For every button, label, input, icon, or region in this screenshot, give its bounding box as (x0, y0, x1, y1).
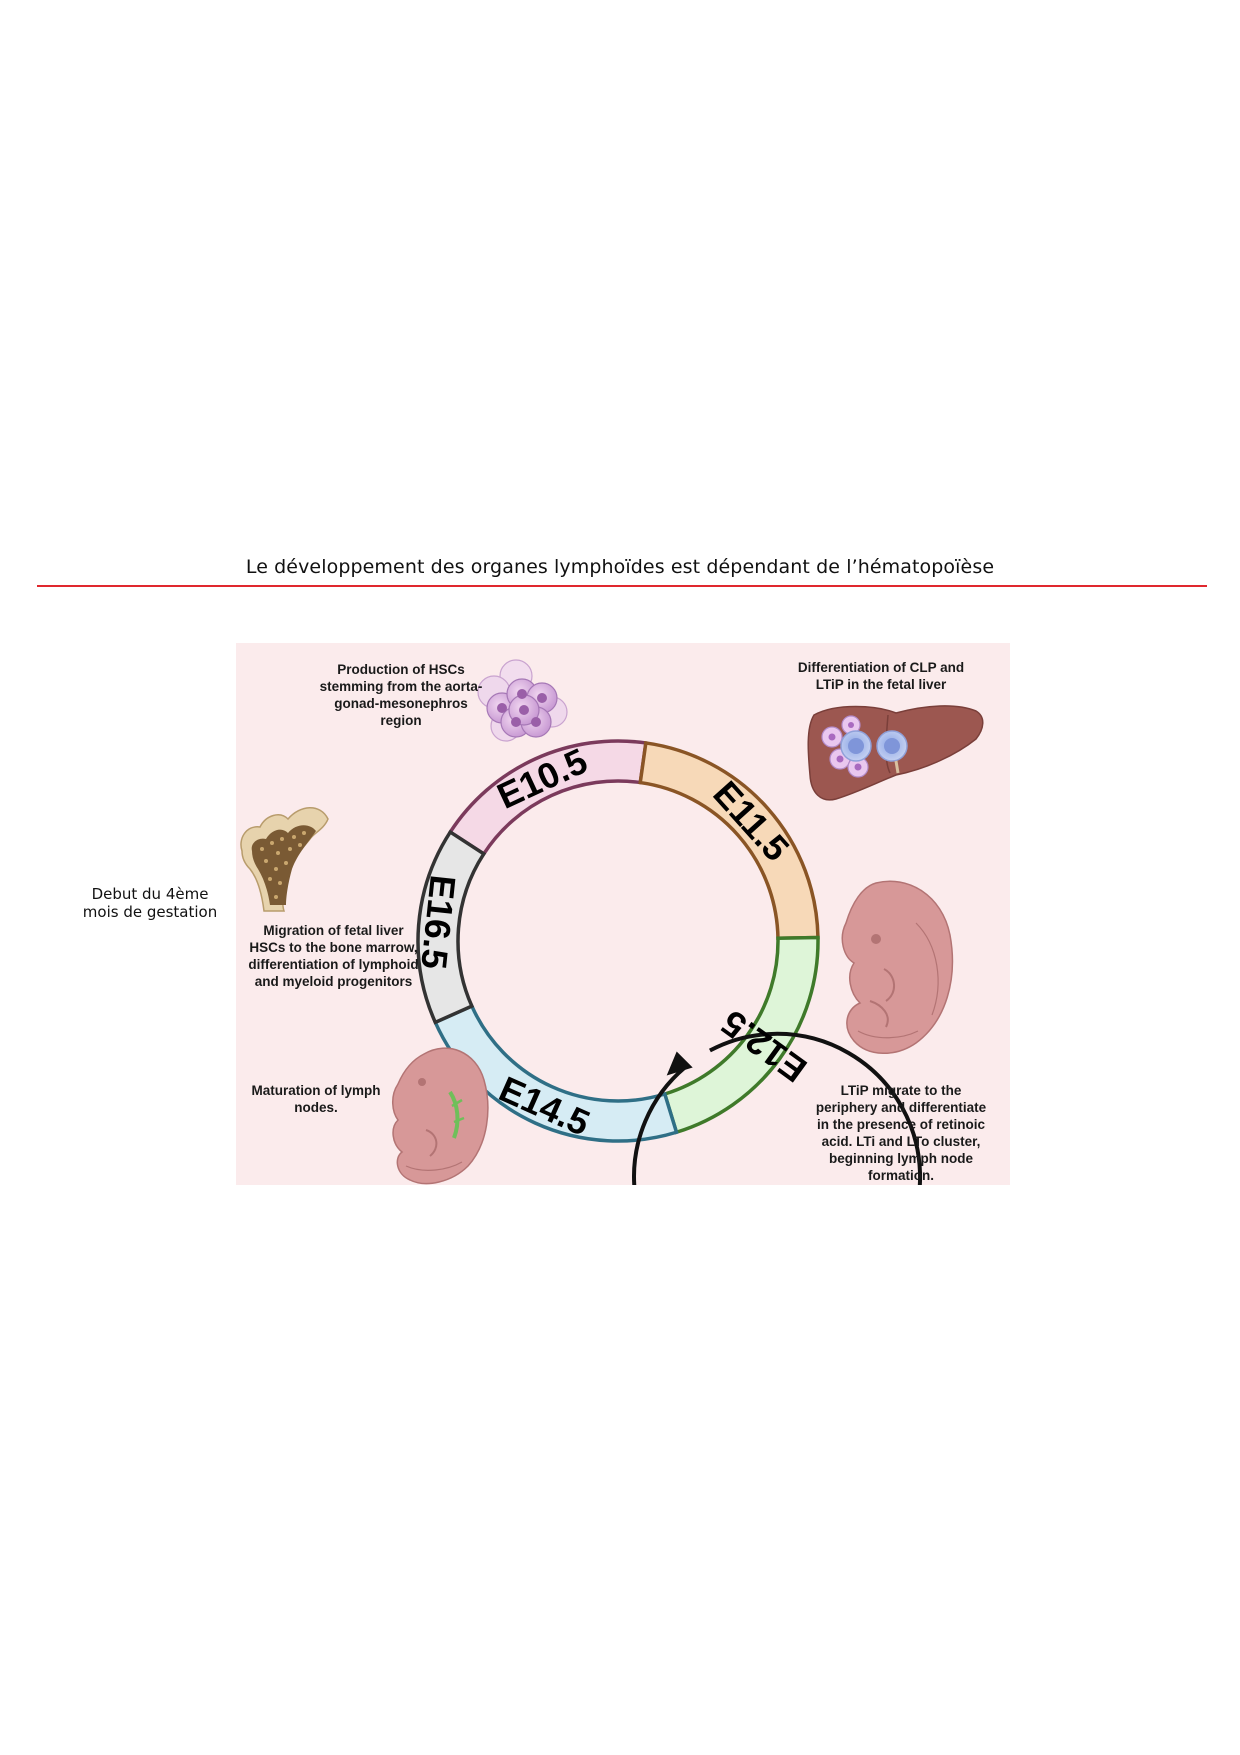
caption-line: LTiP in the fetal liver (815, 677, 947, 692)
page-title: Le développement des organes lymphoïdes … (245, 556, 995, 578)
caption-line: Differentiation of CLP and (797, 660, 965, 675)
inner-cycle-arrow (632, 1031, 923, 1185)
caption-lymph-maturation: Maturation of lymph nodes. (236, 1082, 396, 1116)
bone-icon (240, 807, 329, 912)
caption-line: gonad-mesonephros (334, 696, 468, 711)
caption-line: acid. LTi and LTo cluster, (821, 1134, 981, 1149)
caption-line: in the presence of retinoic (816, 1117, 986, 1132)
caption-fetal-liver: Differentiation of CLP and LTiP in the f… (766, 659, 996, 693)
liver-icon (807, 705, 984, 801)
caption-hsc-production: Production of HSCs stemming from the aor… (291, 661, 511, 729)
side-note-line: mois de gestation (82, 903, 218, 921)
arrow-head-icon (666, 1051, 693, 1076)
cycle-diagram: E10.5 E11.5 E12.5 E14.5 E16.5 (240, 659, 984, 1185)
caption-line: LTiP migrate to the (840, 1083, 962, 1098)
caption-line: HSCs to the bone marrow, (249, 940, 418, 955)
caption-line: region (380, 713, 422, 728)
caption-line: stemming from the aorta- (319, 679, 483, 694)
hematopoiesis-cycle-figure: E10.5 E11.5 E12.5 E14.5 E16.5 (236, 643, 1010, 1185)
cell-cluster-icon (477, 659, 568, 742)
side-note: Debut du 4ème mois de gestation (80, 885, 220, 921)
embryo-icon (841, 880, 954, 1054)
segment-label-e14-5: E14.5 (493, 1068, 596, 1144)
caption-line: and myeloid progenitors (254, 974, 413, 989)
caption-line: beginning lymph node (829, 1151, 973, 1166)
caption-ltip-migration: LTiP migrate to the periphery and differ… (801, 1082, 1001, 1184)
title-divider (37, 585, 1207, 587)
caption-line: nodes. (294, 1100, 338, 1115)
segment-label-e16-5: E16.5 (413, 873, 464, 971)
embryo-lymph-icon (392, 1047, 489, 1185)
segment-e16-5 (416, 829, 487, 1025)
segment-label-e10-5: E10.5 (491, 740, 594, 817)
caption-bone-marrow-migration: Migration of fetal liver HSCs to the bon… (236, 922, 431, 990)
timeline-ring (416, 739, 820, 1143)
caption-line: Maturation of lymph (251, 1083, 381, 1098)
side-note-line: Debut du 4ème (91, 885, 209, 903)
caption-line: Migration of fetal liver (263, 923, 404, 938)
caption-line: formation. (868, 1168, 934, 1183)
caption-line: differentiation of lymphoid (248, 957, 419, 972)
caption-line: Production of HSCs (337, 662, 465, 677)
caption-line: periphery and differentiate (815, 1100, 987, 1115)
